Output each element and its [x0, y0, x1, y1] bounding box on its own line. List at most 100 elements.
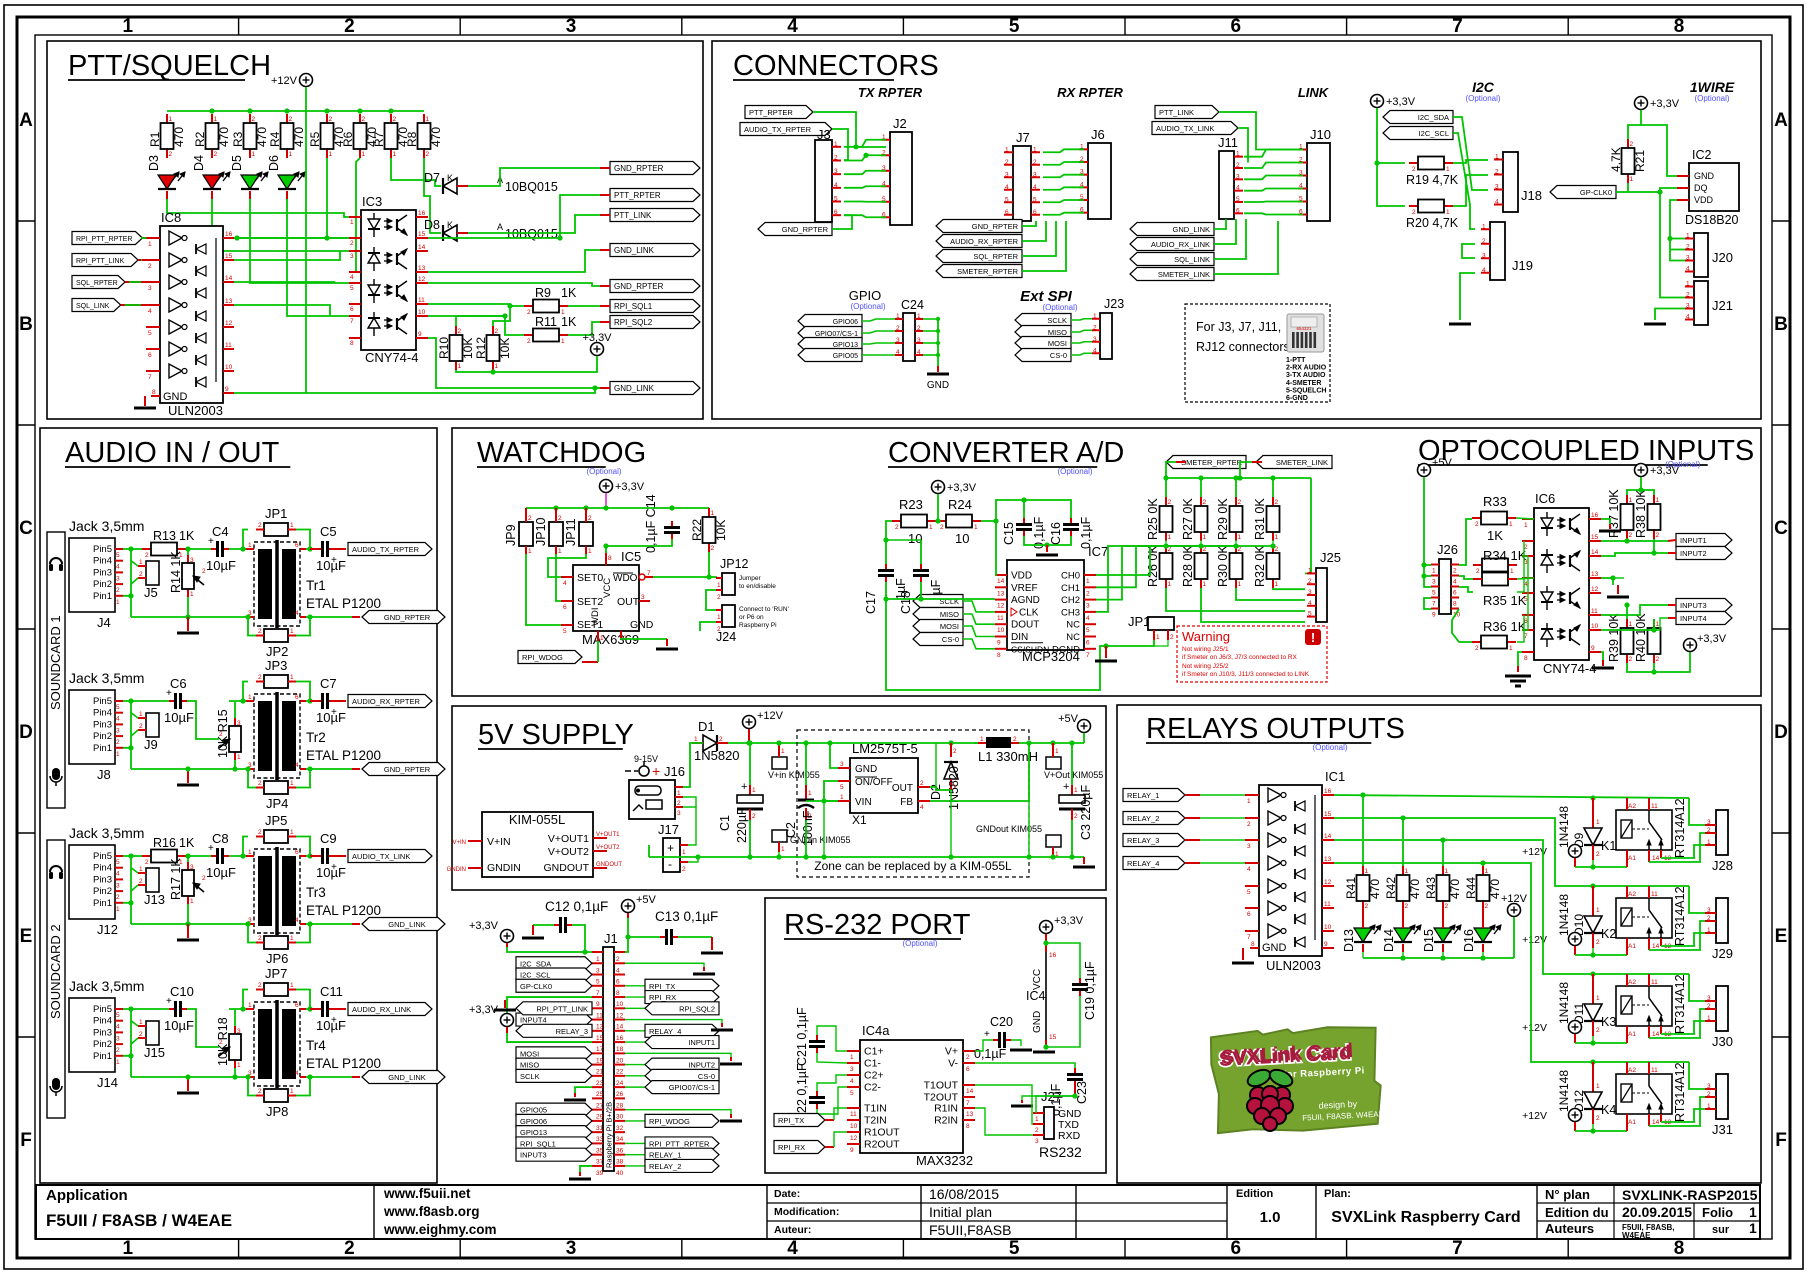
svg-text:3: 3 — [116, 575, 120, 582]
svg-text:C12 0,1µF: C12 0,1µF — [545, 899, 608, 914]
svg-text:1N4148: 1N4148 — [1557, 894, 1571, 936]
svg-text:3: 3 — [1524, 559, 1528, 566]
svg-text:ETAL P1200: ETAL P1200 — [306, 596, 381, 611]
svg-text:VDD: VDD — [1694, 195, 1714, 205]
svg-text:1: 1 — [1629, 497, 1633, 504]
svg-text:1: 1 — [123, 16, 134, 37]
svg-text:2: 2 — [1203, 546, 1207, 553]
svg-text:Zone can be replaced by a KIM-: Zone can be replaced by a KIM-055L — [814, 859, 1012, 873]
svg-text:9: 9 — [997, 640, 1001, 647]
svg-text:Jack 3,5mm: Jack 3,5mm — [69, 978, 144, 994]
svg-text:1: 1 — [1509, 521, 1513, 528]
svg-text:1N5820: 1N5820 — [947, 766, 961, 810]
svg-text:2: 2 — [1033, 159, 1037, 166]
svg-text:+5V: +5V — [1432, 457, 1453, 469]
svg-text:1: 1 — [116, 906, 120, 913]
svg-text:1: 1 — [974, 524, 978, 531]
svg-text:1: 1 — [917, 313, 921, 320]
svg-text:1: 1 — [882, 134, 886, 141]
svg-text:Pin3: Pin3 — [93, 567, 112, 578]
svg-text:3-TX AUDIO: 3-TX AUDIO — [1286, 372, 1326, 379]
svg-text:J2: J2 — [893, 116, 907, 131]
svg-text:IC4: IC4 — [1026, 989, 1046, 1003]
svg-text:6: 6 — [1231, 1238, 1242, 1259]
svg-text:R28 0K: R28 0K — [1181, 545, 1195, 587]
svg-text:Initial plan: Initial plan — [929, 1204, 992, 1220]
svg-text:D11: D11 — [1572, 1003, 1586, 1024]
svg-text:1K: 1K — [179, 529, 195, 543]
svg-text:2: 2 — [139, 571, 143, 578]
svg-text:2: 2 — [940, 524, 944, 531]
svg-text:Tr1: Tr1 — [306, 578, 326, 593]
svg-text:1: 1 — [1156, 634, 1160, 641]
svg-text:5-SQUELCH: 5-SQUELCH — [1286, 387, 1326, 394]
svg-text:5: 5 — [1247, 889, 1251, 896]
svg-text:2: 2 — [1630, 141, 1634, 148]
svg-text:RX RPTER: RX RPTER — [1057, 85, 1123, 100]
svg-text:GND: GND — [855, 764, 877, 775]
svg-text:24: 24 — [616, 1080, 624, 1087]
svg-text:10: 10 — [225, 364, 233, 371]
svg-text:+3,3V: +3,3V — [1386, 96, 1416, 108]
svg-text:3: 3 — [566, 16, 577, 37]
svg-text:4: 4 — [896, 349, 900, 356]
svg-text:1: 1 — [179, 859, 183, 866]
svg-text:J29: J29 — [1712, 946, 1733, 961]
svg-text:SCLK: SCLK — [1047, 316, 1067, 325]
svg-text:R35 1K: R35 1K — [1483, 593, 1527, 608]
svg-text:RELAY_4: RELAY_4 — [1127, 859, 1159, 868]
svg-text:2: 2 — [1203, 499, 1207, 506]
svg-text:R31 0K: R31 0K — [1253, 498, 1267, 540]
svg-text:1: 1 — [1524, 522, 1528, 529]
svg-text:RPI_SQL1: RPI_SQL1 — [520, 1139, 556, 1148]
svg-text:4: 4 — [1299, 183, 1303, 190]
svg-text:1: 1 — [290, 829, 294, 836]
svg-text:1: 1 — [116, 599, 120, 606]
svg-text:GND: GND — [630, 619, 654, 631]
svg-text:13: 13 — [966, 1111, 974, 1118]
svg-text:+12V: +12V — [1522, 934, 1547, 946]
svg-text:Not wiring J25/1: Not wiring J25/1 — [1182, 646, 1229, 653]
svg-text:1: 1 — [677, 790, 681, 797]
svg-text:V-: V- — [948, 1058, 958, 1070]
svg-text:1: 1 — [1707, 927, 1711, 934]
svg-text:6: 6 — [295, 1002, 299, 1009]
svg-text:20: 20 — [616, 1057, 624, 1064]
svg-text:D: D — [1774, 722, 1788, 743]
svg-text:1: 1 — [1445, 868, 1449, 875]
svg-text:5: 5 — [882, 196, 886, 203]
svg-text:GNDOUT: GNDOUT — [544, 862, 590, 874]
svg-text:2: 2 — [148, 263, 152, 270]
svg-text:RPI_SQL2: RPI_SQL2 — [679, 1004, 715, 1013]
svg-text:RELAY_2: RELAY_2 — [1127, 814, 1159, 823]
svg-text:+3,3V: +3,3V — [947, 482, 977, 494]
svg-text:F5UII, F8ASB. W4EAE: F5UII, F8ASB. W4EAE — [1302, 1109, 1384, 1122]
svg-text:MOSI: MOSI — [1048, 339, 1067, 348]
svg-text:38: 38 — [616, 1159, 624, 1166]
svg-text:IC5: IC5 — [621, 549, 641, 564]
svg-text:WDI: WDI — [590, 608, 601, 626]
svg-text:!: ! — [1311, 630, 1315, 645]
svg-text:CH1: CH1 — [1061, 583, 1080, 594]
svg-text:13: 13 — [225, 298, 233, 305]
svg-text:4: 4 — [920, 804, 924, 811]
svg-text:GNDin KIM055: GNDin KIM055 — [790, 835, 851, 845]
svg-text:JP4: JP4 — [266, 796, 288, 811]
svg-text:3: 3 — [596, 967, 600, 974]
svg-text:4: 4 — [350, 274, 354, 281]
svg-text:WATCHDOG: WATCHDOG — [477, 437, 646, 469]
svg-text:AUDIO_TX_RPTER: AUDIO_TX_RPTER — [352, 545, 420, 554]
svg-text:6: 6 — [295, 849, 299, 856]
svg-text:2: 2 — [258, 674, 262, 681]
svg-text:CLK: CLK — [1019, 607, 1039, 618]
svg-text:V+in KIM055: V+in KIM055 — [768, 770, 820, 780]
svg-text:2: 2 — [1412, 209, 1416, 216]
svg-text:INPUT3: INPUT3 — [1680, 601, 1707, 610]
svg-text:1: 1 — [717, 582, 721, 589]
svg-text:4: 4 — [1308, 600, 1312, 607]
svg-text:Not wiring J25/2: Not wiring J25/2 — [1182, 663, 1229, 670]
svg-text:1: 1 — [980, 736, 984, 743]
svg-text:1: 1 — [1405, 868, 1409, 875]
svg-text:2: 2 — [116, 1047, 120, 1054]
svg-text:6: 6 — [1005, 209, 1009, 216]
